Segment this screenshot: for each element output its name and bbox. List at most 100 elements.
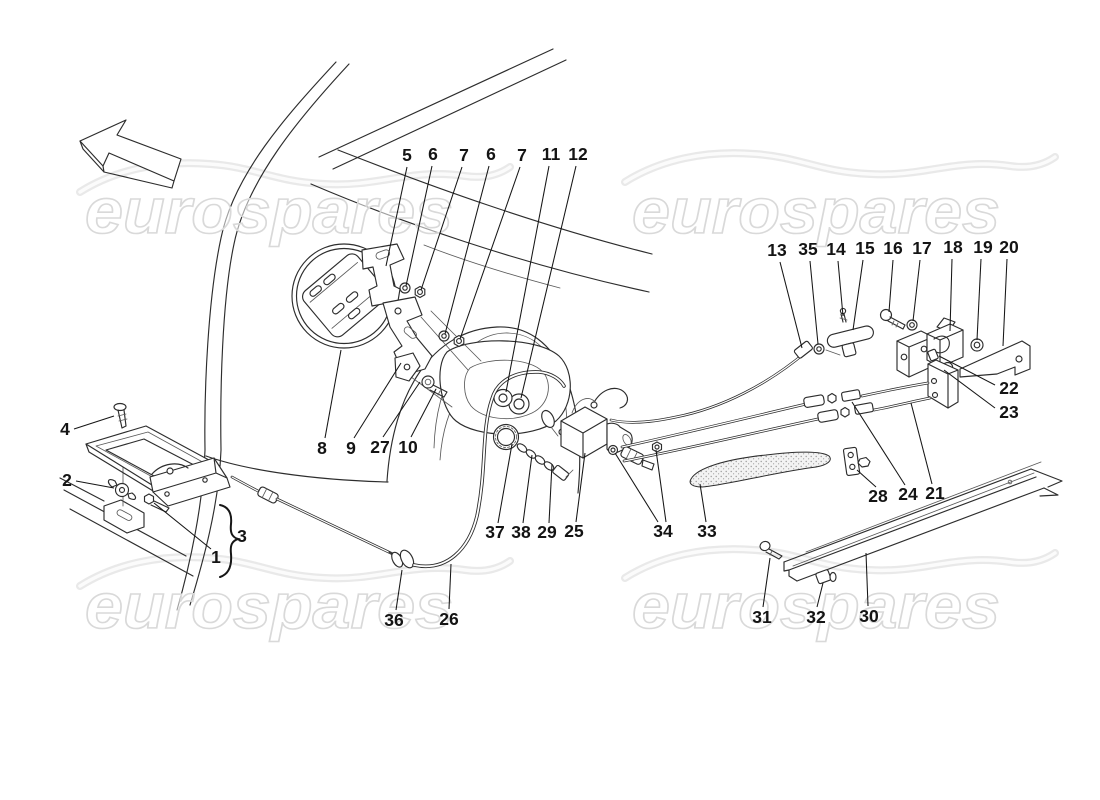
- grommet-36: [388, 549, 415, 569]
- part-number-13: 13: [767, 240, 787, 260]
- part-number-31: 31: [752, 607, 772, 627]
- part-number-10: 10: [398, 437, 418, 457]
- part-label-35: 35: [798, 239, 819, 345]
- sill-rail-30: [759, 461, 1063, 585]
- latch-cluster: [879, 308, 1031, 409]
- leader-line-31: [762, 557, 771, 608]
- part-label-22: 22: [938, 355, 1019, 398]
- leader-line-5: [385, 166, 408, 267]
- part-number-22: 22: [999, 378, 1019, 398]
- t-handle-15: [825, 325, 874, 358]
- leader-line-6: [405, 165, 433, 287]
- leader-line-36: [395, 569, 403, 611]
- part-number-7: 7: [459, 145, 469, 165]
- part-label-5: 5: [385, 145, 412, 267]
- hinge-screw-10: [421, 375, 448, 398]
- leader-line-13: [779, 261, 803, 349]
- bolt-16: [879, 308, 906, 330]
- leader-line-1: [153, 502, 212, 550]
- group-brace-3: [219, 504, 242, 578]
- part-number-5: 5: [402, 145, 412, 165]
- leader-line-20: [1002, 258, 1008, 347]
- part-number-34: 34: [653, 521, 673, 541]
- part-label-4: 4: [60, 415, 115, 439]
- part-number-4: 4: [60, 419, 70, 439]
- wing-nut-2: [107, 478, 137, 501]
- part-number-37: 37: [485, 522, 504, 542]
- leader-line-14: [837, 260, 844, 317]
- leader-line-18: [949, 258, 953, 332]
- pin-14: [839, 307, 848, 323]
- part-number-14: 14: [826, 239, 846, 259]
- rubber-strip-33: [689, 451, 831, 488]
- part-label-37: 37: [485, 443, 513, 542]
- leader-line-21: [910, 402, 933, 485]
- part-label-36: 36: [384, 569, 404, 630]
- leader-line-25: [575, 452, 586, 523]
- filler-door-inner-panel: [302, 253, 388, 338]
- part-label-16: 16: [883, 238, 903, 313]
- leader-line-27: [382, 381, 421, 438]
- part-label-14: 14: [826, 239, 846, 317]
- part-label-8: 8: [317, 349, 342, 458]
- leader-line-30: [865, 552, 869, 607]
- part-number-29: 29: [537, 522, 557, 542]
- latch-cables: [620, 381, 932, 477]
- leader-line-24: [851, 401, 906, 486]
- part-label-13: 13: [767, 240, 803, 349]
- part-label-29: 29: [537, 463, 557, 542]
- part-label-31: 31: [752, 557, 772, 627]
- car-body-outline: [176, 48, 653, 611]
- nub-22: [927, 348, 939, 362]
- leader-line-7: [459, 166, 521, 340]
- part-number-3: 3: [237, 526, 247, 546]
- release-cable-run: [230, 370, 566, 569]
- leader-line-32: [816, 582, 824, 608]
- part-number-16: 16: [883, 238, 903, 258]
- part-label-7: 7: [420, 145, 469, 291]
- part-label-7: 7: [459, 145, 527, 340]
- part-label-12: 12: [520, 144, 588, 399]
- part-label-38: 38: [511, 454, 533, 542]
- hinge-hardware: [361, 243, 482, 408]
- leader-line-17: [912, 259, 921, 322]
- part-label-18: 18: [943, 237, 963, 332]
- part-number-9: 9: [346, 438, 356, 458]
- leader-line-35: [809, 260, 819, 345]
- part-label-25: 25: [564, 452, 586, 541]
- leader-line-11: [505, 165, 550, 393]
- part-number-30: 30: [859, 606, 879, 626]
- part-label-3: 3: [237, 526, 247, 546]
- part-label-17: 17: [912, 238, 932, 322]
- manual-release-cable: [609, 307, 874, 424]
- part-number-21: 21: [925, 483, 945, 503]
- leader-line-15: [852, 259, 864, 331]
- part-number-7: 7: [517, 145, 527, 165]
- part-number-2: 2: [62, 470, 72, 490]
- leader-line-4: [73, 415, 115, 430]
- filler-recess: [439, 340, 575, 481]
- part-number-33: 33: [697, 521, 717, 541]
- part-number-28: 28: [868, 486, 888, 506]
- part-number-36: 36: [384, 610, 404, 630]
- leader-line-37: [497, 443, 513, 524]
- part-number-27: 27: [370, 437, 389, 457]
- part-label-24: 24: [851, 401, 918, 504]
- part-label-21: 21: [910, 402, 945, 503]
- leader-line-9: [353, 362, 402, 439]
- cable-adjuster-barrel: [620, 446, 645, 465]
- part-label-30: 30: [859, 552, 879, 626]
- part-number-12: 12: [568, 144, 588, 164]
- screw-31: [759, 540, 783, 560]
- cable-clamp-28: [842, 446, 871, 477]
- part-number-38: 38: [511, 522, 531, 542]
- leader-line-34: [655, 449, 667, 523]
- leader-line-38: [522, 454, 533, 524]
- part-label-26: 26: [439, 563, 459, 629]
- part-number-25: 25: [564, 521, 584, 541]
- part-label-15: 15: [852, 238, 875, 331]
- release-handle-assembly: [59, 402, 231, 577]
- part-label-28: 28: [856, 469, 888, 506]
- grommet-disc: [541, 409, 555, 429]
